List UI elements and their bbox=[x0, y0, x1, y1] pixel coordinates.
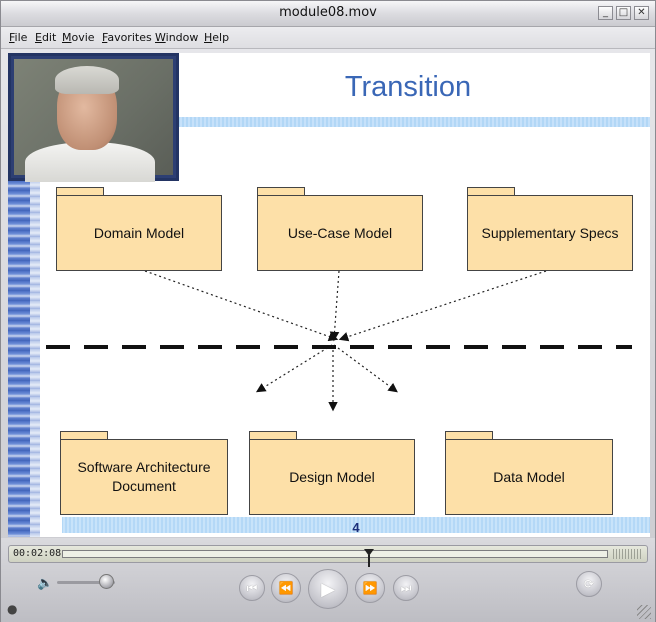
slide-title: Transition bbox=[344, 71, 472, 103]
skip-forward-button[interactable]: ⏭ bbox=[393, 575, 419, 601]
window-controls: _ □ ✕ bbox=[598, 6, 649, 20]
dependency-arrow bbox=[329, 270, 340, 342]
volume-knob[interactable] bbox=[99, 574, 115, 589]
skip-back-button[interactable]: ⏮ bbox=[239, 575, 265, 601]
close-button[interactable]: ✕ bbox=[634, 6, 649, 20]
timeline-panel: 00:02:08 bbox=[8, 545, 648, 567]
apple-icon: ● bbox=[7, 602, 18, 616]
rewind-button[interactable]: ⏪ bbox=[271, 573, 301, 603]
package-use-case-model: Use-Case Model bbox=[257, 187, 423, 271]
decorative-strip bbox=[8, 181, 40, 537]
timecode: 00:02:08 bbox=[13, 548, 62, 559]
menu-bar: File Edit Movie Favorites Window Help bbox=[1, 27, 655, 49]
maximize-button[interactable]: □ bbox=[616, 6, 631, 20]
package-design-model: Design Model bbox=[249, 431, 415, 515]
minimize-button[interactable]: _ bbox=[598, 6, 613, 20]
rewind-icon: ⏪ bbox=[278, 581, 294, 595]
progress-track[interactable] bbox=[62, 549, 608, 567]
title-stripe bbox=[179, 117, 650, 127]
video-area[interactable]: Transition Domain Model Use-Case Model bbox=[8, 53, 650, 537]
menu-favorites[interactable]: Favorites bbox=[102, 31, 152, 44]
play-icon: ▶ bbox=[321, 578, 335, 600]
package-data-model: Data Model bbox=[445, 431, 613, 515]
window-title: module08.mov bbox=[279, 5, 377, 20]
menu-movie[interactable]: Movie bbox=[62, 31, 95, 44]
menu-file[interactable]: File bbox=[9, 31, 28, 44]
presenter-video bbox=[8, 53, 179, 182]
resize-grip[interactable] bbox=[613, 549, 643, 559]
menu-edit[interactable]: Edit bbox=[35, 31, 57, 44]
player-controls: 00:02:08 🔈 ⏮ ⏪ ▶ ⏩ ⏭ ⟳ ● bbox=[1, 538, 655, 622]
package-supplementary-specs: Supplementary Specs bbox=[467, 187, 633, 271]
window-resize-handle[interactable] bbox=[637, 605, 651, 619]
dependency-arrow bbox=[338, 270, 547, 342]
page-number-bar: 4 bbox=[62, 517, 650, 535]
page-number: 4 bbox=[352, 520, 360, 535]
dependency-arrow bbox=[144, 270, 339, 342]
skip-back-icon: ⏮ bbox=[246, 580, 258, 595]
loop-button[interactable]: ⟳ bbox=[576, 571, 602, 597]
playhead-handle[interactable] bbox=[363, 549, 374, 567]
package-domain-model: Domain Model bbox=[56, 187, 222, 271]
menu-help[interactable]: Help bbox=[204, 31, 230, 44]
fast-forward-button[interactable]: ⏩ bbox=[355, 573, 385, 603]
volume-icon[interactable]: 🔈 bbox=[37, 576, 54, 591]
presenter-hair bbox=[55, 66, 119, 94]
package-software-architecture-document: Software Architecture Document bbox=[60, 431, 228, 515]
menu-window[interactable]: Window bbox=[155, 31, 199, 44]
loop-icon: ⟳ bbox=[583, 577, 595, 591]
volume-slider[interactable] bbox=[57, 581, 115, 584]
play-button[interactable]: ▶ bbox=[308, 569, 348, 609]
dependency-arrow bbox=[333, 344, 398, 393]
package-diagram bbox=[46, 270, 632, 412]
dependency-arrow bbox=[255, 344, 333, 393]
fast-forward-icon: ⏩ bbox=[362, 581, 378, 595]
title-bar: module08.mov _ □ ✕ bbox=[1, 1, 655, 27]
skip-forward-icon: ⏭ bbox=[400, 580, 412, 595]
